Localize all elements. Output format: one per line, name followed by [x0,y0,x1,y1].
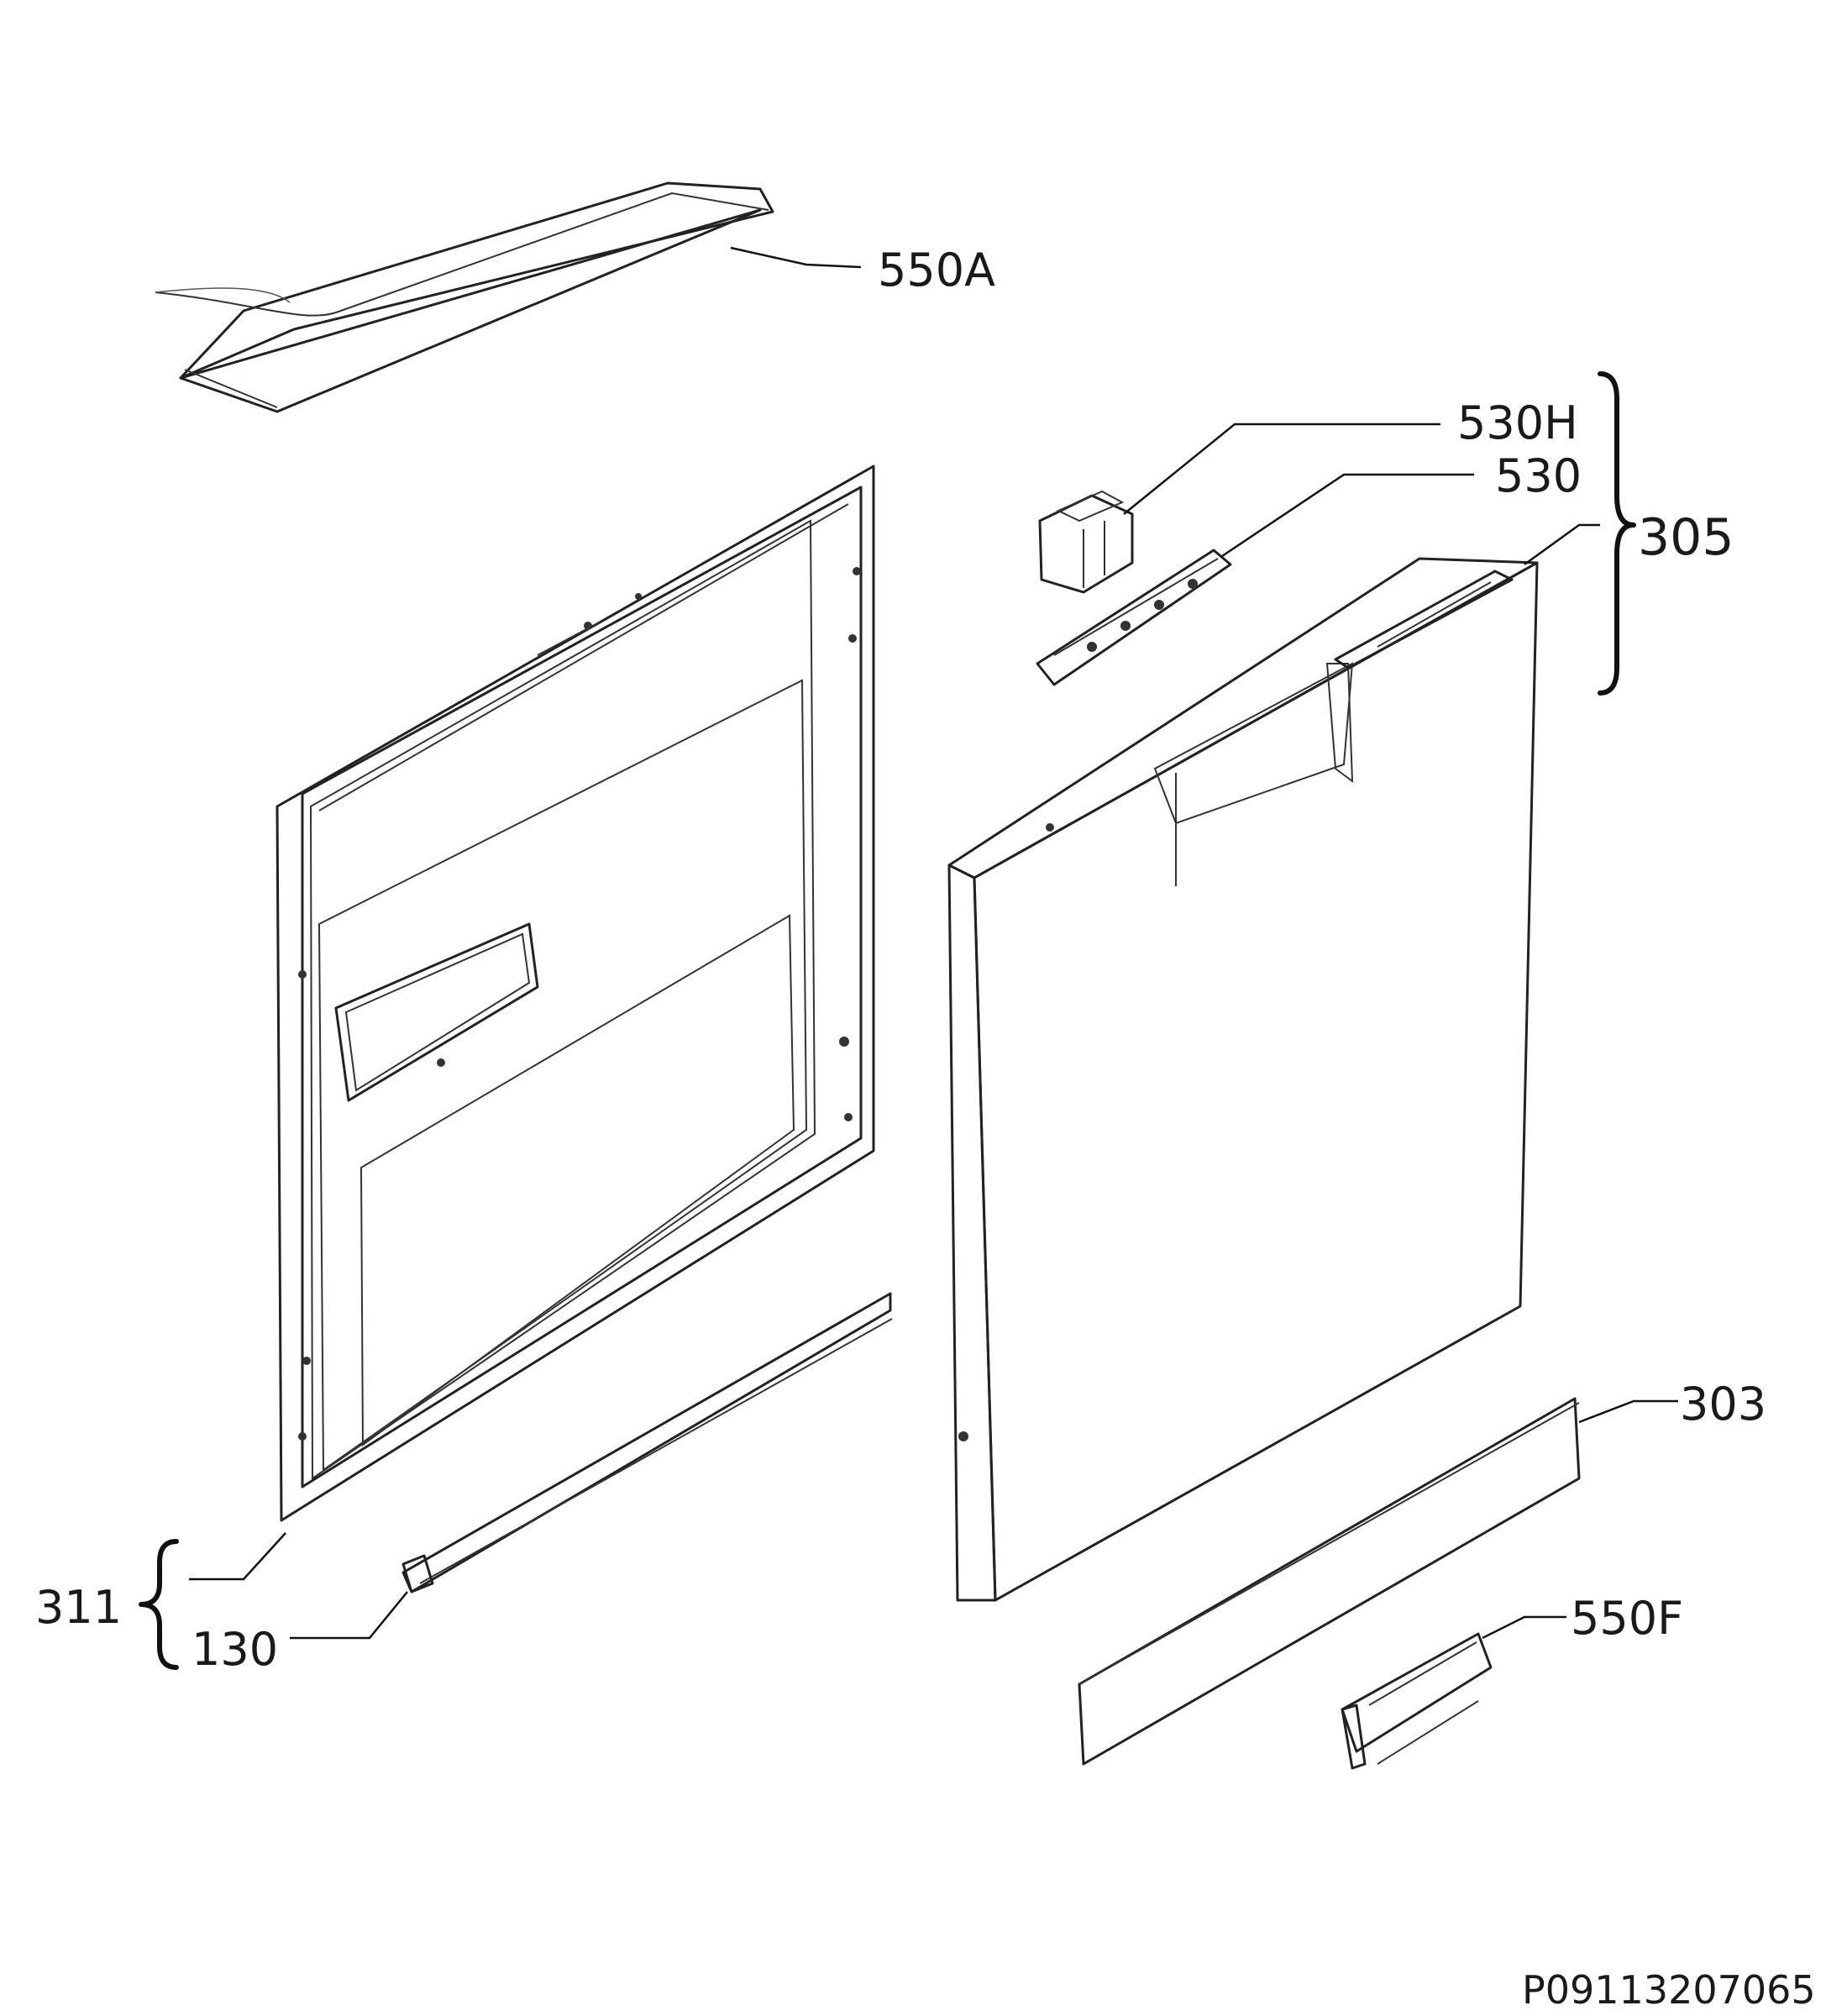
callout-530: 530 [1495,449,1582,502]
callout-311: 311 [35,1581,122,1634]
part-311-inner-door [275,465,875,1522]
leader-lines [189,246,1678,1640]
brace-305 [1598,371,1636,696]
brace-311 [139,1539,179,1670]
callout-130: 130 [192,1623,278,1676]
part-130-bottom-strip [401,1292,893,1593]
part-303-kick-panel [1078,1397,1581,1766]
part-530h-clip [1038,490,1134,594]
part-550f-latch [1341,1632,1493,1770]
callout-305: 305 [1638,508,1734,567]
callout-550f: 550F [1571,1592,1683,1645]
part-550a-sheet [155,181,774,413]
callout-550a: 550A [878,244,995,297]
part-305-outer-door [947,557,1539,1602]
drawing-code: P09113207065 [1522,1967,1816,2013]
callout-303: 303 [1680,1378,1766,1431]
part-530-rail [1036,549,1232,686]
callout-530h: 530H [1457,396,1578,449]
